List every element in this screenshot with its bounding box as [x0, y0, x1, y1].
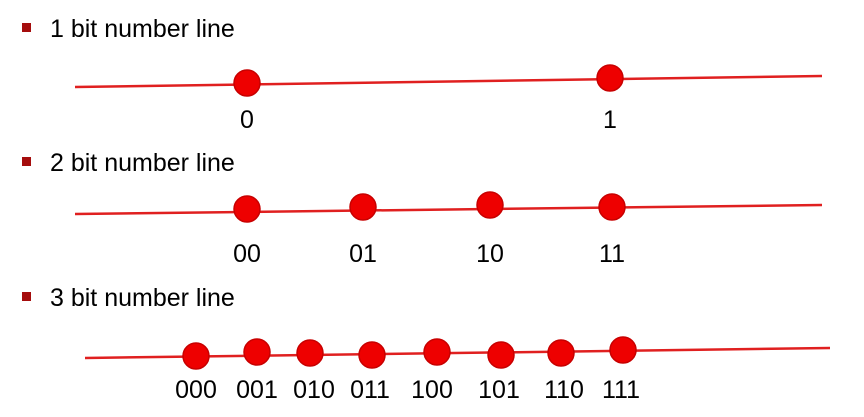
point-label-11: 11	[599, 240, 625, 268]
point-dot-000	[182, 342, 210, 370]
square-bullet-icon	[22, 156, 31, 166]
point-label-010: 010	[293, 376, 335, 404]
point-dot-111	[609, 336, 637, 364]
point-dot-11	[598, 193, 626, 221]
section-heading-2bit: 2 bit number line	[22, 148, 235, 178]
number-line-axis	[74, 74, 823, 89]
section-heading-1bit: 1 bit number line	[22, 14, 235, 44]
point-dot-110	[547, 339, 575, 367]
point-dot-010	[296, 339, 324, 367]
point-dot-10	[476, 191, 504, 219]
point-dot-00	[233, 195, 261, 223]
point-label-0: 0	[240, 106, 254, 134]
point-label-1: 1	[603, 106, 617, 134]
number-line-3bit: 000 001 010 011 100 101 110 111	[84, 336, 831, 404]
point-dot-0	[233, 69, 261, 97]
point-label-000: 000	[175, 376, 217, 404]
point-label-011: 011	[350, 376, 390, 404]
point-dot-101	[487, 341, 515, 369]
square-bullet-icon	[22, 22, 31, 32]
point-label-111: 111	[602, 376, 640, 404]
point-label-100: 100	[411, 376, 453, 404]
section-title: 2 bit number line	[50, 149, 235, 177]
section-title: 3 bit number line	[50, 284, 235, 312]
point-dot-01	[349, 193, 377, 221]
section-title: 1 bit number line	[50, 15, 235, 43]
point-dot-001	[243, 338, 271, 366]
point-dot-100	[423, 338, 451, 366]
number-line-2bit: 00 01 10 11	[74, 191, 823, 268]
point-label-101: 101	[478, 376, 520, 404]
number-line-axis	[74, 203, 823, 216]
point-dot-011	[358, 341, 386, 369]
point-label-110: 110	[544, 376, 584, 404]
point-dot-1	[596, 64, 624, 92]
point-label-001: 001	[236, 376, 278, 404]
point-label-01: 01	[349, 240, 377, 268]
square-bullet-icon	[22, 291, 31, 301]
section-heading-3bit: 3 bit number line	[22, 283, 235, 313]
point-label-00: 00	[233, 240, 261, 268]
point-label-10: 10	[476, 240, 504, 268]
